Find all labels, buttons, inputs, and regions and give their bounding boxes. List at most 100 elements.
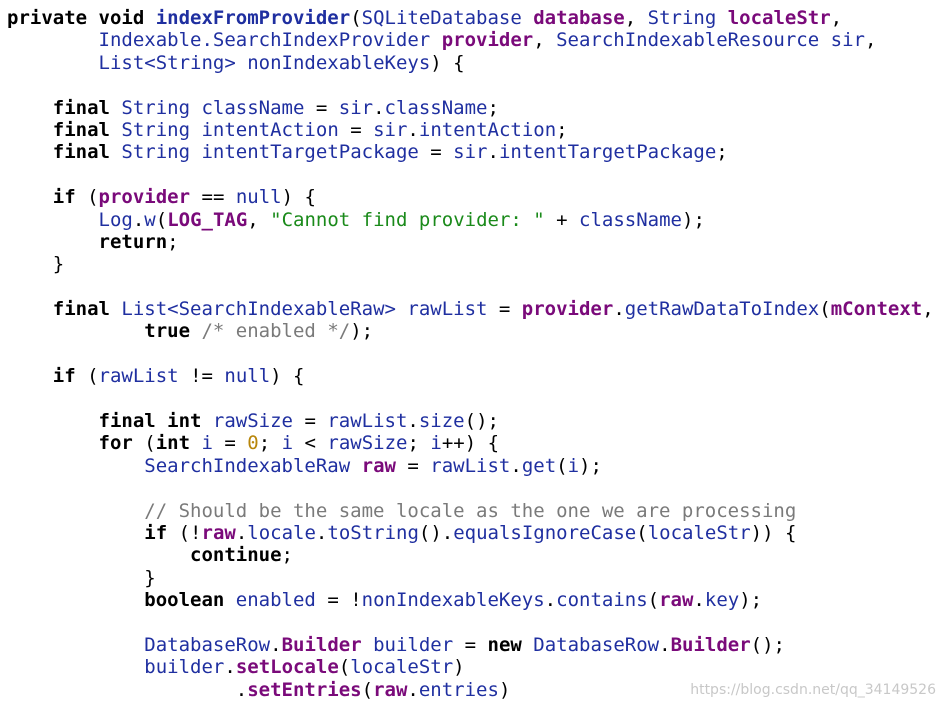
code-token-punc: ( [87,365,99,388]
code-token-var: sir [373,118,408,141]
code-token-punc: ) { [281,186,316,209]
code-token-var: rawSize [327,432,408,455]
code-token-kw: final [98,410,168,433]
code-token-punc: == [201,186,236,209]
code-token-var: i [430,432,442,455]
code-token-field: entries [418,678,499,701]
code-token-punc: } [52,253,65,276]
code-token-purple: mContext [830,298,923,321]
code-token-plain [7,52,99,74]
code-token-field: className [384,96,488,119]
code-token-var: sir [830,29,865,52]
code-token-var: null [235,186,282,209]
code-token-punc: (). [418,521,454,544]
code-line [7,276,934,298]
code-token-punc: ; [556,118,568,141]
code-line: final String className = sir.className; [7,97,934,119]
code-token-punc: ( [87,186,99,209]
code-token-plain [7,97,53,119]
code-token-plain [7,522,144,544]
code-token-method: equalsIgnoreCase [453,521,637,544]
code-line: for (int i = 0; i < rawSize; i++) { [7,432,934,454]
code-token-method: contains [556,589,648,612]
code-token-plain [7,455,144,477]
code-token-method: toString [327,521,419,544]
code-token-plain [7,29,99,51]
code-token-purple: Builder [281,633,374,656]
code-token-plain [7,253,53,275]
code-line [7,343,934,365]
code-token-punc: , [922,298,934,321]
code-editor: private void indexFromProvider(SQLiteDat… [7,7,934,701]
code-token-kw: true [144,320,202,343]
code-token-type: DatabaseRow [533,633,660,656]
code-token-punc: ( [556,454,568,477]
code-token-kw: final [52,141,122,164]
code-line: List<String> nonIndexableKeys) { [7,52,934,74]
code-token-kw: int [167,410,213,433]
code-token-var: intentAction [201,118,351,141]
code-token-type: String [121,96,202,119]
code-token-method: get [521,454,557,477]
code-token-plain [7,544,190,566]
code-token-kw: new [487,633,534,656]
code-token-plain [7,141,53,163]
code-token-field: intentTargetPackage [498,141,717,164]
code-token-punc: . [487,141,499,164]
code-token-punc: . [235,521,248,544]
code-token-punc: = ! [327,589,362,612]
code-token-var: localeStr [350,656,454,679]
code-token-kw: final [52,118,122,141]
code-token-kw: final [52,96,122,119]
code-token-type: SearchIndexableRaw [144,454,362,477]
code-token-punc: ( [361,678,374,701]
code-token-type: SQLiteDatabase [361,7,534,29]
code-line [7,612,934,634]
code-token-type: Indexable.SearchIndexProvider [98,29,442,52]
code-token-var: builder [144,656,225,679]
code-token-punc: ( [338,656,351,679]
code-line: true /* enabled */); [7,320,934,342]
code-token-punc: } [144,566,156,589]
code-token-var: rawList [327,410,408,433]
code-token-punc: . [270,633,282,656]
code-token-plain [7,365,53,387]
code-token-var: i [567,454,580,477]
code-token-var: rawList [407,298,499,321]
code-token-kw: int [155,432,202,455]
code-token-purple: setLocale [235,656,339,679]
code-token-punc: ++) { [441,432,500,455]
code-token-purple: raw [373,678,408,701]
code-token-punc: ; [487,96,499,119]
code-line: return; [7,231,934,253]
code-token-var: null [224,365,271,388]
code-token-punc: ); [579,454,602,477]
code-token-punc: ; [716,141,728,164]
code-token-plain [7,656,144,678]
code-token-punc: . [407,118,419,141]
code-token-punc: . [659,633,671,656]
code-token-method: w [144,208,156,231]
code-line: if (!raw.locale.toString().equalsIgnoreC… [7,522,934,544]
code-token-var: rawList [430,454,511,477]
code-token-punc: . [373,96,385,119]
code-token-kw: private [7,7,99,29]
code-token-punc: ( [647,589,660,612]
code-token-punc: . [693,589,705,612]
code-token-var: enabled [235,589,328,612]
code-token-punc: (! [178,521,202,544]
code-token-plain [7,679,236,701]
code-token-punc: ); [739,589,763,612]
code-token-var: sir [338,96,374,119]
code-token-punc: < [304,432,328,455]
code-token-punc: ) { [270,365,305,388]
code-token-punc: = [315,96,339,119]
code-token-var: i [281,432,305,455]
code-token-punc: = [304,410,328,433]
code-token-type: List<String> [98,51,248,74]
code-token-kw: final [52,298,122,321]
code-line [7,388,934,410]
code-token-punc: ( [155,208,168,231]
code-line: final String intentAction = sir.intentAc… [7,119,934,141]
code-token-kw: if [52,365,88,388]
